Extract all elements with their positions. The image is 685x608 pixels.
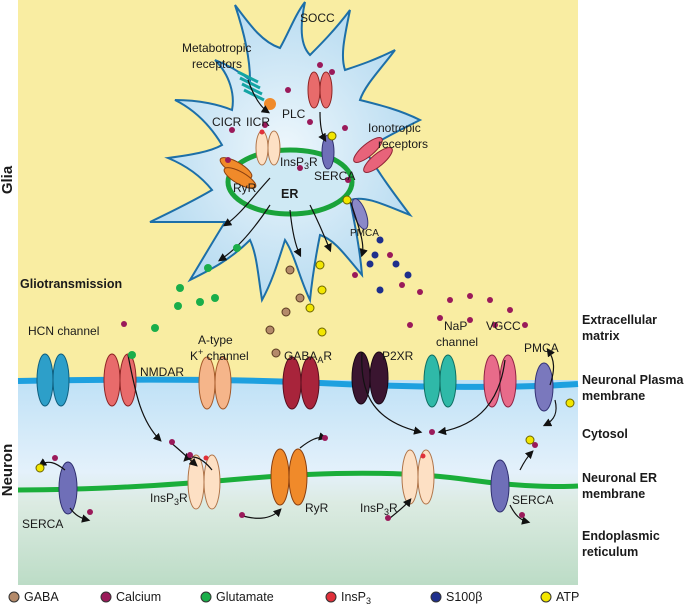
gaba-a-receptor — [282, 356, 320, 410]
cicr-label: CICR — [212, 115, 242, 129]
ryr-channel — [270, 448, 308, 506]
pmca-pump — [534, 362, 554, 412]
socc-label: SOCC — [300, 11, 335, 25]
ionotropic-label-2: receptors — [378, 137, 428, 151]
ionotropic-receptor — [353, 137, 393, 173]
metabotropic-label-2: receptors — [192, 57, 242, 71]
atp-molecules — [35, 131, 575, 473]
atype-label-1: A-type — [198, 333, 233, 347]
serca-right-label: SERCA — [512, 493, 553, 507]
legend-label-1: Calcium — [116, 590, 161, 604]
nap-label-1: NaP — [444, 319, 467, 333]
calcium-ions — [52, 62, 538, 521]
legend-swatch-3 — [325, 591, 337, 603]
hcn-label: HCN channel — [28, 324, 99, 338]
ionotropic-label-1: Ionotropic — [368, 121, 421, 135]
ryr-label: RyR — [305, 501, 329, 515]
glia-pmca — [351, 198, 369, 230]
glia-insp3r — [255, 130, 281, 166]
serca-right — [490, 459, 510, 513]
legend-label-2: Glutamate — [216, 590, 274, 604]
legend-label-5: ATP — [556, 590, 579, 604]
p2xr-label: P2XR — [382, 349, 414, 363]
serca-left — [58, 461, 78, 515]
p2xr-channel — [351, 351, 389, 405]
gaba-a-label: GABAAR — [284, 349, 332, 365]
neuronal-er-membrane — [17, 470, 579, 493]
insp3-molecules — [203, 129, 426, 461]
plasma-label-2: membrane — [582, 389, 645, 403]
glia-ryr-label: RyR — [233, 181, 257, 195]
glutamate-molecules — [128, 244, 241, 359]
hcn-channel — [36, 353, 70, 407]
glia-pmca-label: PMCA — [350, 228, 379, 239]
glia-er-label: ER — [281, 187, 298, 201]
arrows — [37, 79, 557, 525]
legend-swatch-5 — [540, 591, 552, 603]
insp3r-right-label: InsP3R — [360, 501, 398, 517]
legend-label-4: S100β — [446, 590, 482, 604]
serca-left-label: SERCA — [22, 517, 63, 531]
socc-channel — [307, 71, 333, 109]
nap-channel — [423, 354, 457, 408]
legend: GABA Calcium Glutamate InsP3 S100β ATP — [8, 590, 579, 606]
pmca-label: PMCA — [524, 341, 559, 355]
reticulum-label-1: Endoplasmic — [582, 529, 660, 543]
glia-serca-label: SERCA — [314, 169, 355, 183]
reticulum-label-2: reticulum — [582, 545, 638, 559]
nmdar-label: NMDAR — [140, 365, 184, 379]
legend-swatch-4 — [430, 591, 442, 603]
nap-label-2: channel — [436, 335, 478, 349]
extracellular-label-1: Extracellular — [582, 313, 657, 327]
gliotransmission-label: Gliotransmission — [20, 277, 122, 291]
plc-label: PLC — [282, 107, 306, 121]
a-type-k-channel — [198, 356, 232, 410]
insp3r-right — [401, 449, 435, 505]
metabotropic-label-1: Metabotropic — [182, 41, 251, 55]
er-membrane-label-2: membrane — [582, 487, 645, 501]
atype-label-2: K+ channel — [190, 347, 249, 363]
insp3r-left-label: InsP3R — [150, 491, 188, 507]
er-membrane-label-1: Neuronal ER — [582, 471, 657, 485]
glia-insp3r-label: InsP3R — [280, 155, 318, 171]
extracellular-label-2: matrix — [582, 329, 620, 343]
legend-label-3: InsP3 — [341, 590, 371, 606]
cytosol-label: Cytosol — [582, 427, 628, 441]
neuron-side-label: Neuron — [0, 444, 16, 497]
legend-swatch-1 — [100, 591, 112, 603]
insp3r-left — [187, 454, 221, 510]
legend-label-0: GABA — [24, 590, 59, 604]
vgcc-label: VGCC — [486, 319, 521, 333]
legend-swatch-0 — [8, 591, 20, 603]
plasma-label-1: Neuronal Plasma — [582, 373, 684, 387]
iicr-label: IICR — [246, 115, 270, 129]
gaba-molecules — [265, 265, 305, 358]
legend-swatch-2 — [200, 591, 212, 603]
glia-side-label: Glia — [0, 165, 16, 194]
nmdar-channel — [103, 353, 137, 407]
s100b-molecules — [366, 236, 412, 294]
